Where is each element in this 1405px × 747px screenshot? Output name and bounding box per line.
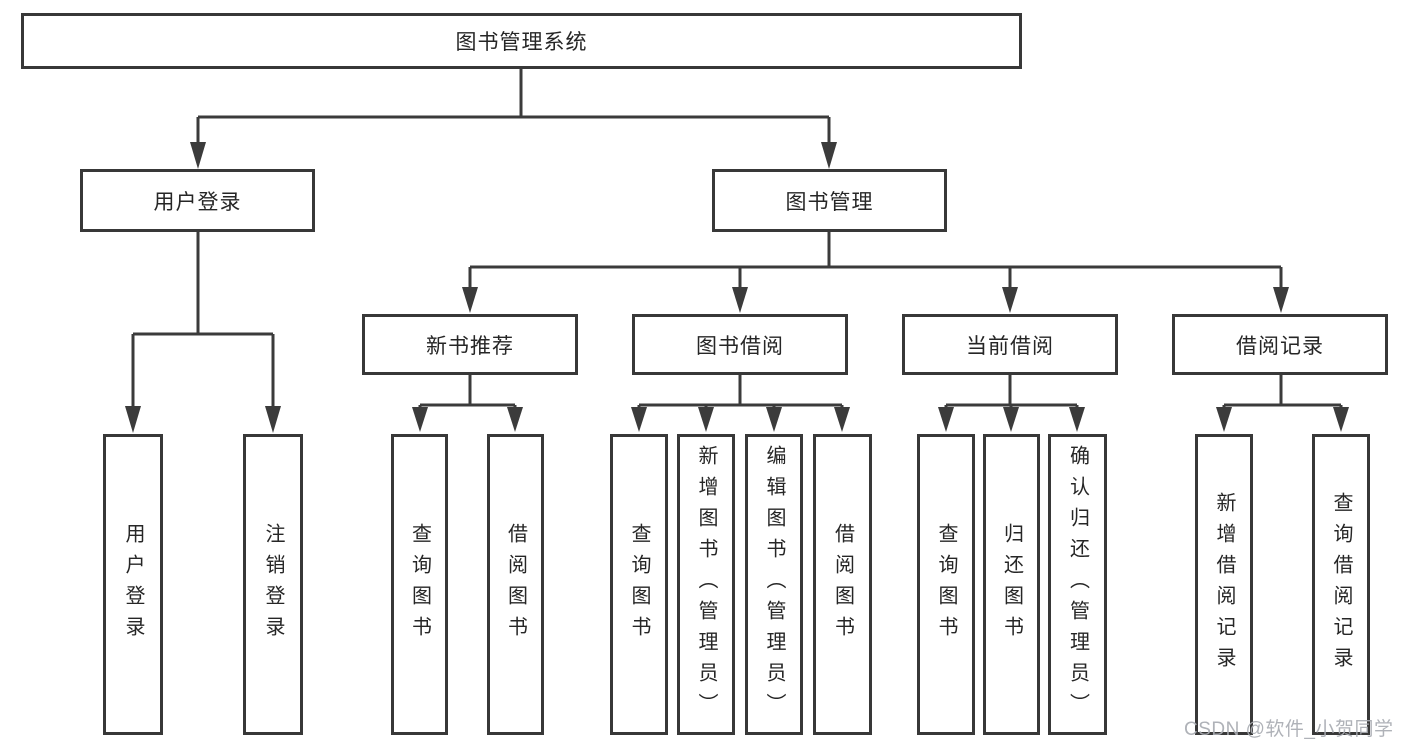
- node-label: 用户登录: [153, 190, 242, 214]
- node-borrowing-records: 借阅记录: [1172, 314, 1388, 375]
- connector-user-login-to-leaves: [125, 232, 281, 433]
- node-label: 借阅图书: [504, 522, 527, 647]
- leaf-bb-add-book-admin: 新增图书（管理员）: [677, 434, 735, 735]
- node-new-book-recommend: 新书推荐: [362, 314, 578, 375]
- leaf-bb-query-books: 查询图书: [610, 434, 668, 735]
- leaf-bb-borrow-books: 借阅图书: [813, 434, 872, 735]
- leaf-nb-borrow-books: 借阅图书: [487, 434, 544, 735]
- node-current-borrowing: 当前借阅: [902, 314, 1118, 375]
- leaf-cb-confirm-return-admin: 确认归还（管理员）: [1048, 434, 1107, 735]
- node-book-management: 图书管理: [712, 169, 947, 232]
- node-label: 归还图书: [1000, 522, 1023, 647]
- connector-book-mgmt-to-level3: [462, 232, 1289, 313]
- node-book-borrowing: 图书借阅: [632, 314, 848, 375]
- node-user-login: 用户登录: [80, 169, 315, 232]
- node-label: 用户登录: [122, 522, 144, 647]
- node-label: 新增图书（管理员）: [695, 445, 717, 724]
- leaf-nb-query-books: 查询图书: [391, 434, 448, 735]
- connector-root-to-level2: [190, 69, 837, 169]
- node-label: 新增借阅记录: [1213, 491, 1235, 678]
- leaf-br-add-borrow-record: 新增借阅记录: [1195, 434, 1253, 735]
- node-label: 当前借阅: [966, 334, 1054, 358]
- leaf-br-query-borrow-record: 查询借阅记录: [1312, 434, 1370, 735]
- node-label: 查询图书: [628, 522, 650, 647]
- leaf-bb-edit-book-admin: 编辑图书（管理员）: [745, 434, 803, 735]
- csdn-watermark: CSDN @软件_小贺同学: [1184, 719, 1394, 740]
- node-label: 注销登录: [262, 522, 284, 647]
- leaf-user-login: 用户登录: [103, 434, 163, 735]
- connector-current-borrow-to-leaves: [938, 375, 1085, 432]
- node-label: 借阅记录: [1236, 334, 1324, 358]
- connector-borrow-records-to-leaves: [1216, 375, 1349, 432]
- leaf-cb-query-books: 查询图书: [917, 434, 975, 735]
- node-label: 查询图书: [935, 522, 957, 647]
- node-label: 查询借阅记录: [1330, 491, 1352, 678]
- node-label: 确认归还（管理员）: [1066, 445, 1089, 724]
- node-library-management-system: 图书管理系统: [21, 13, 1022, 69]
- connector-new-books-to-leaves: [412, 375, 523, 432]
- connector-book-borrow-to-leaves: [631, 375, 850, 432]
- node-label: 查询图书: [408, 522, 431, 647]
- node-label: 图书借阅: [696, 334, 784, 358]
- leaf-cb-return-books: 归还图书: [983, 434, 1040, 735]
- node-label: 图书管理: [785, 190, 874, 214]
- leaf-logout: 注销登录: [243, 434, 303, 735]
- node-label: 图书管理系统: [455, 31, 588, 54]
- node-label: 借阅图书: [831, 522, 854, 647]
- node-label: 新书推荐: [426, 334, 514, 358]
- node-label: 编辑图书（管理员）: [763, 445, 785, 724]
